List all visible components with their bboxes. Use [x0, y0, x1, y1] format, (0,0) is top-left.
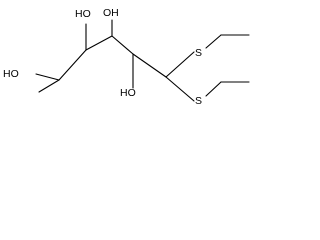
bond-c2-c3 [58, 49, 87, 81]
atom-label-oh-lower: HO [120, 87, 136, 99]
bond-c6-s-upper [165, 51, 195, 78]
bond-c6-s-lower [165, 76, 195, 102]
bond-c5-c6 [132, 53, 167, 78]
atom-label-oh-upper-right: OH [103, 7, 119, 19]
bond-s-lower-ch2 [205, 81, 222, 97]
bond-c3-c4 [85, 35, 113, 51]
atom-label-s-lower: S [195, 95, 202, 107]
bond-c2-oh [35, 73, 60, 81]
chemical-structure: HO OH HO HO S S [0, 0, 261, 120]
skeletal-formula: HO OH HO HO S S [3, 7, 250, 107]
bond-c1-c2 [38, 79, 60, 93]
atom-label-s-upper: S [195, 47, 202, 59]
atom-label-oh-upper-left: HO [75, 8, 91, 20]
bond-s-upper-ch2 [205, 34, 222, 49]
bond-c4-c5 [111, 35, 134, 55]
atom-label-oh-left: HO [3, 68, 19, 80]
